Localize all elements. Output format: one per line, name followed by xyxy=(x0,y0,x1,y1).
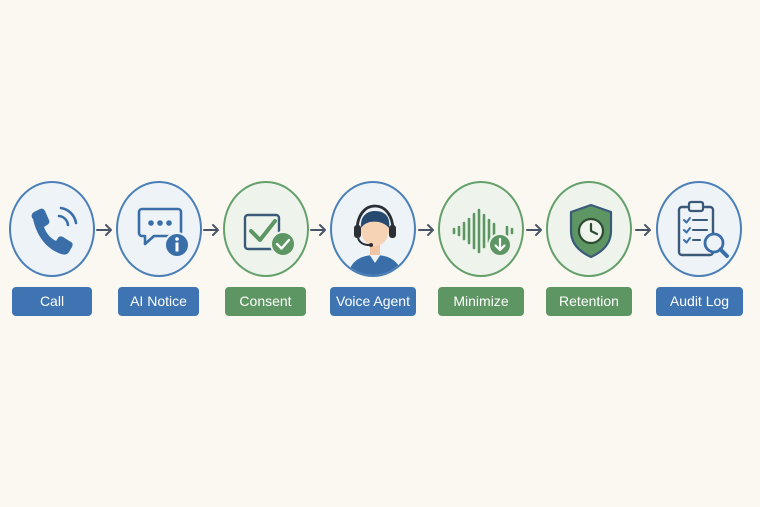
headset-agent-icon xyxy=(348,204,402,275)
step-minimize xyxy=(438,181,524,277)
checkbox-check-icon xyxy=(243,213,296,257)
clipboard-search-icon xyxy=(677,200,729,258)
step-label-retention: Retention xyxy=(546,287,632,316)
step-audit-log xyxy=(656,181,742,277)
step-label-ai-notice: AI Notice xyxy=(118,287,199,316)
chat-bubble-info-icon xyxy=(137,207,190,258)
step-voice-agent xyxy=(330,181,416,277)
step-call xyxy=(9,181,95,277)
step-consent xyxy=(223,181,309,277)
waveform-download-icon xyxy=(452,208,514,257)
step-label-voice-agent: Voice Agent xyxy=(330,287,416,316)
arrow-right-icon xyxy=(418,224,434,236)
step-label-minimize: Minimize xyxy=(438,287,524,316)
arrow-right-icon xyxy=(635,224,651,236)
arrow-right-icon xyxy=(310,224,326,236)
step-label-consent: Consent xyxy=(225,287,306,316)
step-ai-notice xyxy=(116,181,202,277)
arrow-right-icon xyxy=(96,224,112,236)
phone-icon xyxy=(31,206,78,255)
arrow-right-icon xyxy=(203,224,219,236)
arrow-right-icon xyxy=(526,224,542,236)
step-label-call: Call xyxy=(12,287,92,316)
shield-clock-icon xyxy=(569,203,613,259)
step-retention xyxy=(546,181,632,277)
step-label-audit-log: Audit Log xyxy=(656,287,743,316)
